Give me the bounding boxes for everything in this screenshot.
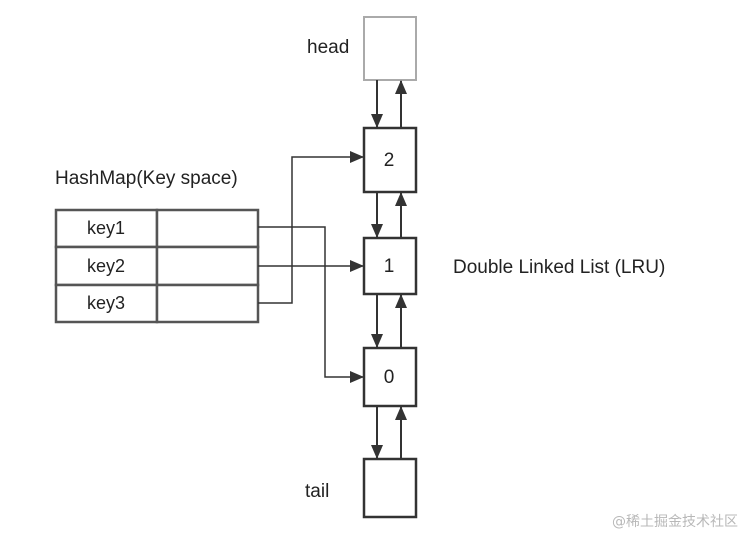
key3-label: key3	[86, 293, 126, 313]
tail-label: tail	[305, 481, 330, 502]
hashmap-pointers	[258, 151, 364, 383]
key1-label: key1	[86, 218, 126, 238]
key2-value-cell	[155, 245, 260, 287]
hashmap-title: HashMap(Key space)	[55, 168, 238, 189]
list-node-0-box	[362, 346, 418, 408]
key3-value-cell	[155, 283, 260, 324]
list-node-2-value: 2	[383, 150, 395, 171]
key1-pointer-arrow	[258, 226, 364, 383]
list-title: Double Linked List (LRU)	[453, 257, 666, 278]
list-node-1-value: 1	[383, 256, 395, 277]
watermark-text: @稀土掘金技术社区	[612, 514, 738, 530]
key2-label: key2	[86, 256, 126, 276]
key1-value-cell	[155, 208, 260, 249]
list-node-2-box	[362, 126, 418, 194]
tail-box	[362, 457, 418, 519]
list-links	[371, 80, 407, 459]
key3-pointer-arrow	[258, 151, 364, 304]
head-label: head	[307, 37, 350, 58]
head-box	[363, 16, 417, 81]
list-node-0-value: 0	[383, 367, 395, 388]
hashmap-table	[54, 208, 260, 324]
key1-key-cell	[54, 208, 159, 249]
key2-key-cell	[54, 245, 159, 287]
list-node-1-box	[362, 236, 418, 296]
